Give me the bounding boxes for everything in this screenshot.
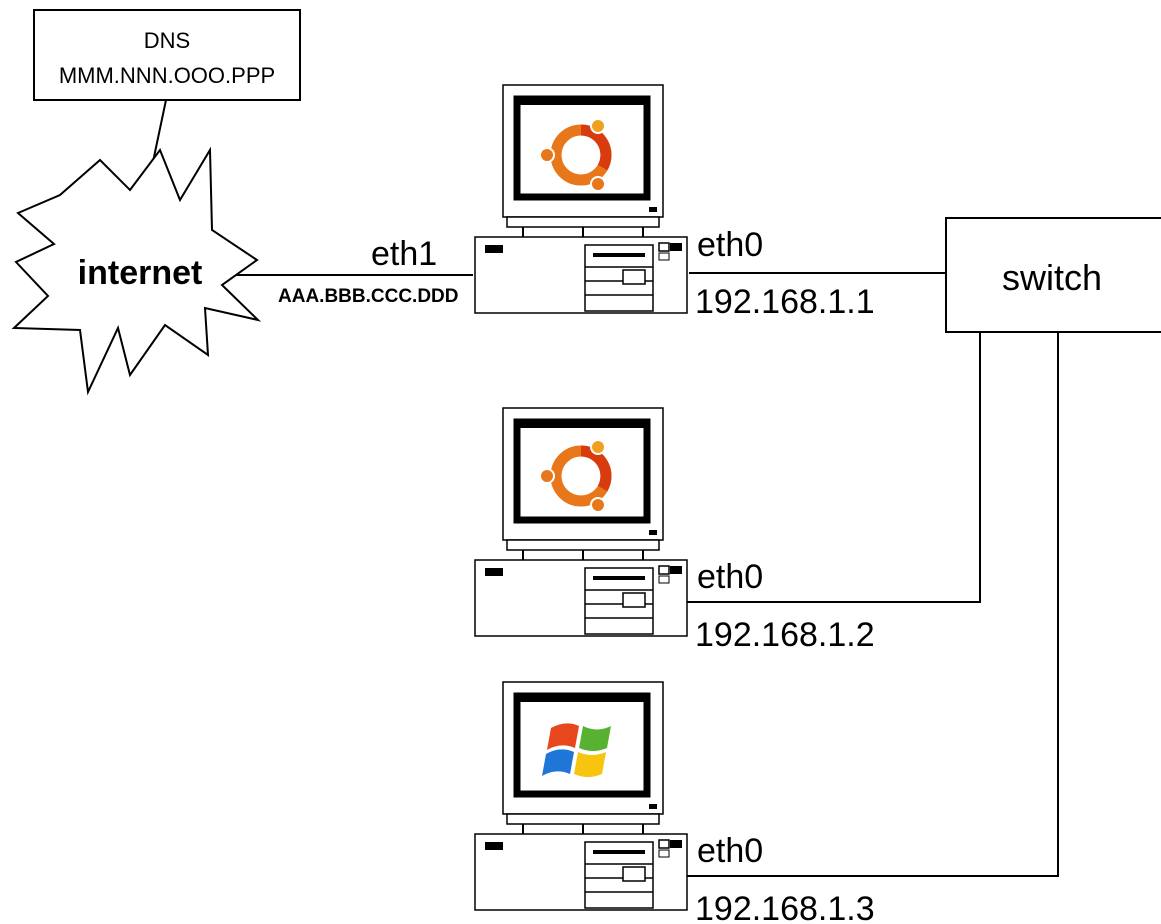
router-computer	[475, 85, 687, 313]
host2-interface: eth0	[697, 558, 763, 596]
host2-switch-line	[686, 332, 981, 603]
internet-burst-shape	[11, 146, 262, 396]
internet-cloud: internet	[11, 146, 262, 396]
host3-switch-line	[686, 332, 1059, 877]
dns-title: DNS	[144, 28, 190, 53]
router-lan-address: 192.168.1.1	[695, 283, 875, 321]
host-computer-2	[475, 408, 687, 636]
host3-interface: eth0	[697, 832, 763, 870]
internet-label: internet	[78, 254, 203, 292]
router-wan-address: AAA.BBB.CCC.DDD	[278, 286, 459, 307]
router-lan-interface: eth0	[697, 226, 763, 264]
dns-address: MMM.NNN.OOO.PPP	[59, 63, 275, 88]
switch-box: switch	[945, 217, 1161, 333]
host3-address: 192.168.1.3	[695, 890, 875, 924]
dns-server-box: DNS MMM.NNN.OOO.PPP	[33, 9, 301, 101]
host-computer-3	[475, 682, 687, 910]
host2-address: 192.168.1.2	[695, 616, 875, 654]
router-wan-interface: eth1	[371, 235, 437, 273]
windows-logo-icon	[542, 723, 611, 777]
switch-label: switch	[1002, 257, 1102, 298]
